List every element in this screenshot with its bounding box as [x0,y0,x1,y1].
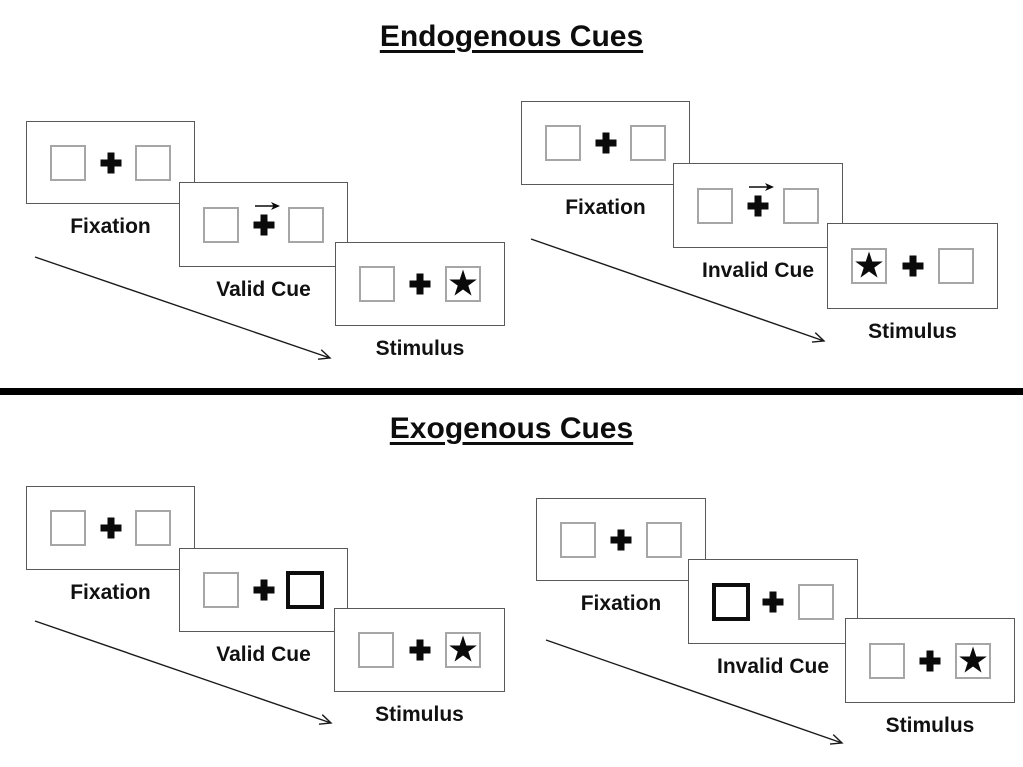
timeline-arrow-icon [530,238,826,343]
placeholder-box-left [869,642,905,679]
placeholder-box-right [135,510,171,546]
exogenous-cue-box-left [712,582,750,621]
fixation-cross-icon [919,650,941,671]
panel-label: Stimulus [885,714,975,737]
star-icon: ★ [446,628,480,670]
panel-label: Stimulus [868,320,957,343]
placeholder-box-right [798,583,834,620]
panel-label: Stimulus [375,703,464,726]
placeholder-box-right [646,521,682,558]
section-title-endogenous-text: Endogenous Cues [379,20,644,53]
fixation-panel [536,498,706,581]
star-icon: ★ [956,638,990,680]
panel-label: Stimulus [375,337,465,360]
placeholder-box-left [50,144,86,181]
fixation-cross-icon [409,639,430,661]
right-arrow-icon [749,182,774,191]
section-title-exogenous: Exogenous Cues [0,412,1023,446]
valid-cue-panel [179,548,348,632]
section-title-exogenous-text: Exogenous Cues [389,412,634,445]
placeholder-box-left [697,187,733,224]
fixation-cross-icon [762,591,784,612]
panel-label: Invalid Cue [701,259,815,282]
fixation-cross-icon [595,132,616,154]
panel-label: Fixation [70,581,151,604]
section-divider [0,388,1023,395]
placeholder-box-right [783,187,819,224]
stimulus-panel: ★ [334,608,505,692]
timeline-arrow-icon [34,256,332,360]
panel-label: Fixation [580,592,662,615]
fixation-cross-icon [902,255,923,277]
fixation-cross-icon [100,152,121,173]
placeholder-box-right [288,206,324,243]
stimulus-panel: ★ [827,223,998,309]
placeholder-box-left [203,572,239,608]
target-box-right: ★ [445,628,481,670]
placeholder-box-left [560,521,596,558]
placeholder-box-left [50,510,86,546]
fixation-cross-icon [253,214,274,235]
valid-cue-panel [179,182,348,267]
section-title-endogenous: Endogenous Cues [0,20,1023,54]
placeholder-box-left [359,266,395,302]
stimulus-panel: ★ [845,618,1015,703]
placeholder-box-right [135,144,171,181]
exogenous-cue-box-right [286,571,324,609]
panel-label: Valid Cue [216,278,311,301]
placeholder-box-left [545,125,581,161]
right-arrow-icon [254,201,280,210]
invalid-cue-panel [688,559,858,644]
placeholder-box-left [203,206,239,243]
placeholder-box-right [938,248,974,284]
placeholder-box-right [630,125,666,161]
fixation-cross-icon [100,517,121,539]
placeholder-box-left [358,632,394,668]
fixation-cross-icon [253,579,274,601]
fixation-panel [521,101,690,185]
fixation-cross-icon [610,529,632,550]
panel-label: Invalid Cue [716,655,830,678]
star-icon: ★ [852,244,886,286]
invalid-cue-panel [673,163,843,248]
panel-label: Valid Cue [216,643,311,666]
target-box-left: ★ [851,244,887,286]
fixation-cross-icon [409,273,431,295]
timeline-arrow-icon [34,620,333,725]
target-box-right: ★ [955,638,991,680]
fixation-panel [26,121,195,204]
timeline-arrow-icon [545,639,844,745]
panel-label: Fixation [565,196,646,219]
fixation-cross-icon [747,195,769,216]
fixation-panel [26,486,195,570]
panel-label: Fixation [70,215,151,238]
stimulus-panel: ★ [335,242,505,326]
target-box-right: ★ [445,262,481,304]
star-icon: ★ [446,262,480,304]
